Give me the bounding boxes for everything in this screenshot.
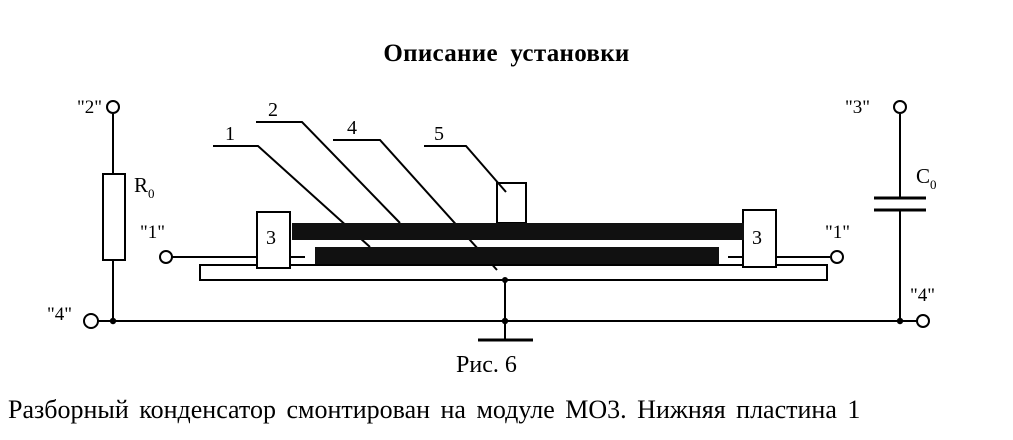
clamp-left-label: 3 <box>266 227 276 249</box>
terminal-4-right-label: "4" <box>910 285 935 306</box>
junction-dot-center <box>501 317 509 325</box>
base-board <box>199 264 828 281</box>
junction-dot-right <box>896 317 904 325</box>
terminal-1-left-label: "1" <box>140 222 165 243</box>
capacitor-label: C0 <box>916 164 937 192</box>
terminal-1-right-label: "1" <box>825 222 850 243</box>
callout-1: 1 <box>225 123 235 145</box>
leader-5 <box>424 145 507 193</box>
setup-diagram: "2" "3" "1" "1" "4" "4" 1 2 4 5 3 3 R0 C… <box>47 97 937 378</box>
leader-1 <box>213 145 371 248</box>
terminal-4-right-circle <box>916 314 930 328</box>
leader-2 <box>256 121 401 224</box>
junction-dot-board <box>502 277 508 283</box>
terminal-3-circle <box>893 100 907 114</box>
resistor-label: R0 <box>134 173 155 201</box>
plate-bottom <box>315 247 719 264</box>
body-paragraph: Разборный конденсатор смонтирован на мод… <box>8 395 861 424</box>
callout-2: 2 <box>268 99 278 121</box>
resistor-r0 <box>102 173 126 261</box>
terminal-4-left-circle <box>83 313 99 329</box>
terminal-1-left-circle <box>159 250 173 264</box>
terminal-2-circle <box>106 100 120 114</box>
clamp-left <box>256 211 291 269</box>
terminal-3-label: "3" <box>845 97 870 118</box>
block-5 <box>496 182 527 224</box>
figure-caption: Рис. 6 <box>456 352 517 378</box>
clamp-right-label: 3 <box>752 227 762 249</box>
terminal-2-label: "2" <box>77 97 102 118</box>
junction-dot-left <box>109 317 117 325</box>
terminal-4-left-label: "4" <box>47 304 72 325</box>
plate-top <box>292 223 744 240</box>
section-heading: Описание установки <box>383 40 630 67</box>
clamp-right <box>742 209 777 268</box>
callout-5: 5 <box>434 123 444 145</box>
callout-4: 4 <box>347 117 357 139</box>
terminal-1-right-circle <box>830 250 844 264</box>
